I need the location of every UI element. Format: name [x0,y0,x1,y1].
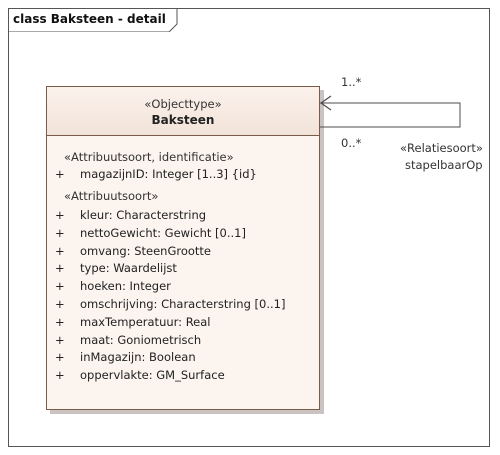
arrowhead-icon [319,95,332,111]
class-stereotype: «Objecttype» [144,97,222,111]
frame-tab-outline [8,8,178,32]
attribute-text: maxTemperatuur: Real [80,314,211,329]
attribute-row[interactable]: + oppervlakte: GM_Surface [47,368,319,385]
attribute-visibility: + [55,225,65,240]
attribute-visibility: + [55,314,65,329]
frame-tab: class Baksteen - detail [8,8,178,32]
diagram-frame [8,8,490,447]
class-header: «Objecttype» Baksteen [47,87,319,136]
attribute-row[interactable]: + magazijnID: Integer [1..3] {id} [47,167,319,184]
attribute-visibility: + [55,350,65,365]
attribute-visibility: + [55,279,65,294]
attribute-row[interactable]: + nettoGewicht: Gewicht [0..1] [47,226,319,243]
attribute-visibility: + [55,243,65,258]
group-title-identificatie: «Attribuutsoort, identificatie» [64,150,234,164]
attribute-row[interactable]: + type: Waardelijst [47,261,319,278]
attribute-text: oppervlakte: GM_Surface [80,368,225,383]
attribute-visibility: + [55,208,65,222]
attribute-text: omvang: SteenGrootte [80,243,212,258]
frame-title: class Baksteen - detail [13,12,166,26]
multiplicity-source: 1..* [341,75,362,89]
attribute-visibility: + [55,368,65,383]
class-name: Baksteen [151,113,215,127]
attribute-text: kleur: Characterstring [80,208,207,222]
group-title-attribuutsoort: «Attribuutsoort» [64,189,159,203]
attribute-text: maat: Goniometrisch [80,332,202,347]
attribute-visibility: + [55,332,65,347]
attribute-row[interactable]: + maxTemperatuur: Real [47,315,319,332]
association-line[interactable] [320,102,461,128]
attribute-row[interactable]: + inMagazijn: Boolean [47,350,319,367]
attribute-row[interactable]: + kleur: Characterstring [47,208,319,225]
attribute-visibility: + [55,167,65,181]
attribute-visibility: + [55,261,65,276]
attribute-text: nettoGewicht: Gewicht [0..1] [80,225,246,240]
attribute-text: inMagazijn: Boolean [80,350,196,365]
attribute-text: magazijnID: Integer [1..3] {id} [80,167,257,181]
attribute-row[interactable]: + omschrijving: Characterstring [0..1] [47,297,319,314]
attribute-text: type: Waardelijst [80,261,177,276]
multiplicity-target: 0..* [341,136,362,150]
attribute-text: hoeken: Integer [80,279,171,294]
relation-name: stapelbaarOp [405,158,483,172]
attribute-row[interactable]: + maat: Goniometrisch [47,333,319,350]
relation-stereotype: «Relatiesoort» [400,141,483,155]
attribute-visibility: + [55,297,65,311]
attribute-row[interactable]: + hoeken: Integer [47,279,319,296]
class-baksteen[interactable]: «Objecttype» Baksteen «Attribuutsoort, i… [46,86,320,410]
attribute-text: omschrijving: Characterstring [0..1] [80,297,286,311]
attribute-row[interactable]: + omvang: SteenGrootte [47,244,319,261]
